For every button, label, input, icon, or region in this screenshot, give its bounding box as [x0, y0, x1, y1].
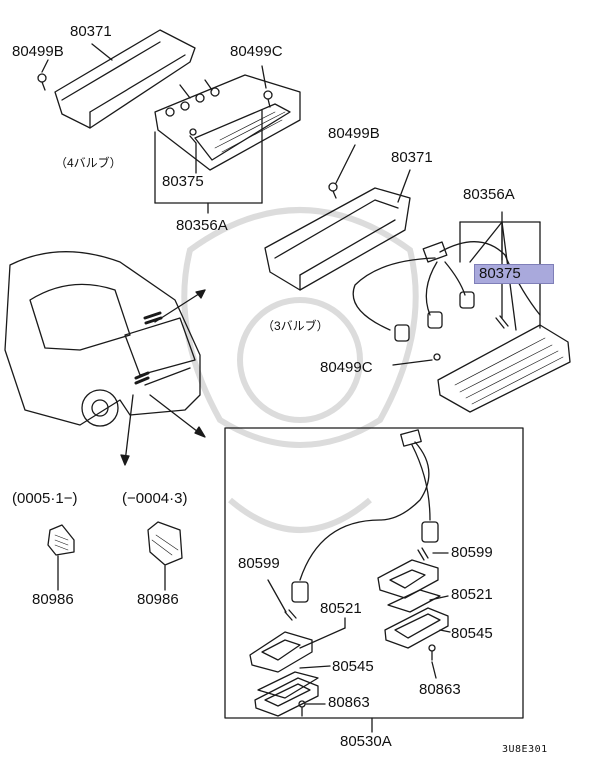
- license-housing-right: [384, 607, 449, 649]
- car-arrow-stop-lamp: [154, 289, 206, 323]
- label-mid-assembly: 80356A: [463, 186, 515, 203]
- label-top-bulb: 80375: [162, 173, 204, 190]
- label-license-assembly: 80530A: [340, 733, 392, 750]
- car-arrow-reflector: [124, 394, 134, 463]
- label-mid-cover: 80371: [391, 149, 433, 166]
- label-top-screw-left: 80499B: [12, 43, 64, 60]
- mid-wiring-harness: [352, 241, 541, 331]
- reflector-left-part: [47, 524, 75, 556]
- label-license-gasket-right: 80545: [451, 625, 493, 642]
- label-date-range-left: (0005·1−): [12, 490, 78, 507]
- watermark-emblem: [181, 207, 419, 533]
- label-license-lens-right: 80521: [451, 586, 493, 603]
- diagram-code: 3U8E301: [502, 744, 548, 755]
- license-wiring-harness: [291, 429, 439, 603]
- license-housing-left: [254, 677, 319, 717]
- label-top-variant: （4バルブ）: [55, 156, 122, 170]
- license-lens-right-part: [377, 559, 439, 599]
- top-stop-lamp-housing: [154, 74, 301, 171]
- label-license-bulb-right: 80599: [451, 544, 493, 561]
- top-screw-left: [37, 73, 47, 91]
- label-mid-screw-bottom: 80499C: [320, 359, 373, 376]
- mid-bulb-sockets: [394, 291, 509, 342]
- label-license-bulb-left: 80599: [238, 555, 280, 572]
- mid-stop-lamp-cover: [264, 187, 411, 291]
- reflector-right-part: [147, 521, 183, 566]
- mid-screw-top: [328, 182, 338, 199]
- license-screw-left-part: [298, 700, 306, 717]
- label-license-lens-left: 80521: [320, 600, 362, 617]
- label-reflector-left: 80986: [32, 591, 74, 608]
- car-rear-view: [4, 251, 201, 427]
- label-mid-bulb-highlight: 80375: [474, 264, 554, 284]
- license-lens-left-part: [249, 631, 313, 673]
- top-screw-right: [263, 90, 273, 108]
- label-reflector-right: 80986: [137, 591, 179, 608]
- label-mid-screw-top: 80499B: [328, 125, 380, 142]
- car-arrow-license: [149, 394, 203, 436]
- mid-screw-bottom: [433, 353, 441, 361]
- mid-stop-lamp-housing: [437, 324, 571, 413]
- license-lamp-box: [224, 427, 524, 719]
- top-bulb: [189, 128, 197, 144]
- label-license-screw-left: 80863: [328, 694, 370, 711]
- license-bulb-left-part: [284, 609, 297, 621]
- label-license-gasket-left: 80545: [332, 658, 374, 675]
- label-top-cover: 80371: [70, 23, 112, 40]
- label-top-screw-right: 80499C: [230, 43, 283, 60]
- top-stop-lamp-cover: [54, 29, 196, 129]
- label-license-screw-right: 80863: [419, 681, 461, 698]
- license-bulb-right-part: [417, 547, 429, 561]
- license-gasket-top-right: [387, 589, 441, 613]
- license-screw-right-part: [428, 644, 436, 661]
- label-date-range-right: (−0004·3): [122, 490, 188, 507]
- label-top-assembly: 80356A: [176, 217, 228, 234]
- label-mid-variant: （3バルブ）: [262, 319, 329, 333]
